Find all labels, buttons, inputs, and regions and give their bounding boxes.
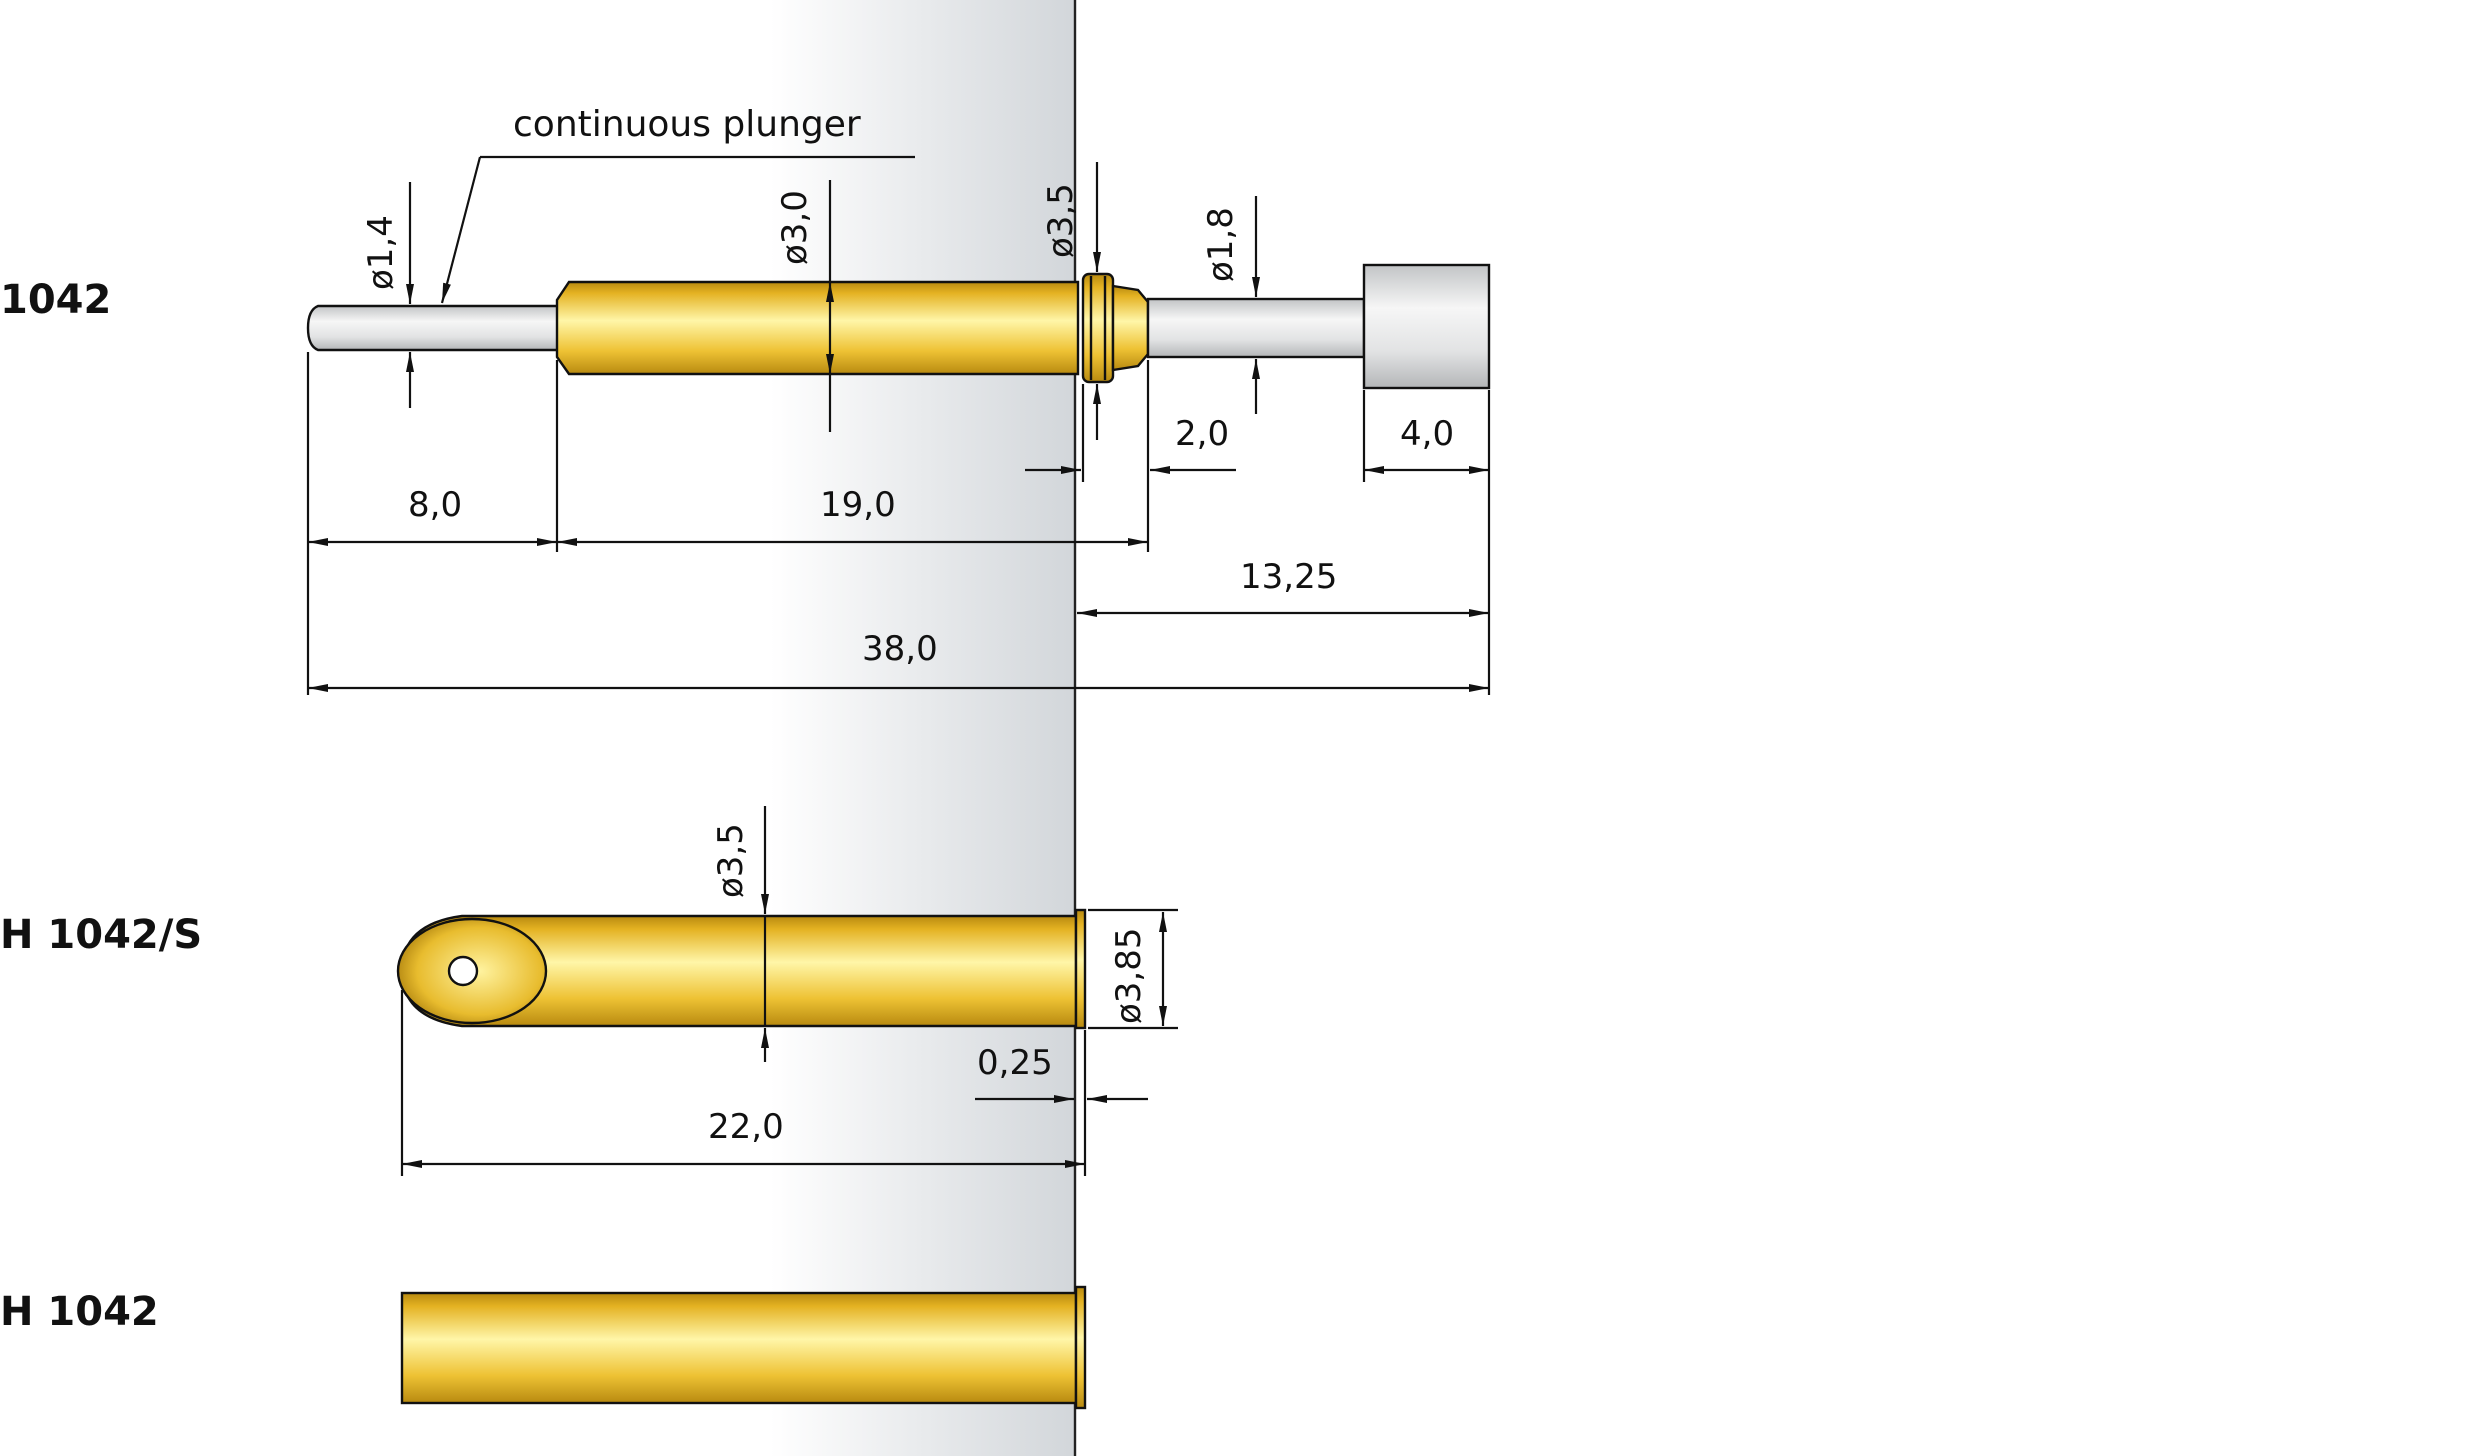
part-label-socket: H 1042 — [0, 1289, 159, 1335]
probe-tip — [306, 304, 560, 352]
plunger-note: continuous plunger — [513, 104, 861, 145]
svg-text:ø3,5: ø3,5 — [1041, 183, 1081, 258]
probe-head — [1362, 263, 1491, 390]
svg-text:ø3,0: ø3,0 — [775, 190, 815, 265]
part-label-socket-solder: H 1042/S — [0, 912, 202, 958]
svg-text:ø3,5: ø3,5 — [711, 823, 751, 898]
svg-text:2,0: 2,0 — [1175, 414, 1229, 454]
svg-text:8,0: 8,0 — [408, 485, 462, 525]
probe-tail — [1146, 297, 1366, 359]
svg-text:22,0: 22,0 — [708, 1107, 784, 1147]
svg-text:ø1,8: ø1,8 — [1201, 207, 1241, 282]
part-label-probe: 1042 — [0, 277, 111, 323]
svg-text:13,25: 13,25 — [1240, 557, 1337, 597]
svg-text:ø1,4: ø1,4 — [361, 215, 401, 290]
socket-solder-collar — [1074, 908, 1087, 1030]
svg-text:38,0: 38,0 — [862, 629, 938, 669]
svg-text:ø3,85: ø3,85 — [1109, 927, 1149, 1024]
probe-collar — [1081, 272, 1115, 384]
probe-barrel — [555, 280, 1080, 376]
solder-hole — [447, 955, 479, 987]
mounting-plate — [770, 0, 1075, 1456]
probe-collar-chamfer — [1111, 284, 1150, 372]
svg-text:4,0: 4,0 — [1400, 414, 1454, 454]
socket-body — [400, 1291, 1078, 1405]
socket-collar — [1074, 1285, 1087, 1410]
svg-text:0,25: 0,25 — [977, 1043, 1053, 1083]
svg-text:19,0: 19,0 — [820, 485, 896, 525]
